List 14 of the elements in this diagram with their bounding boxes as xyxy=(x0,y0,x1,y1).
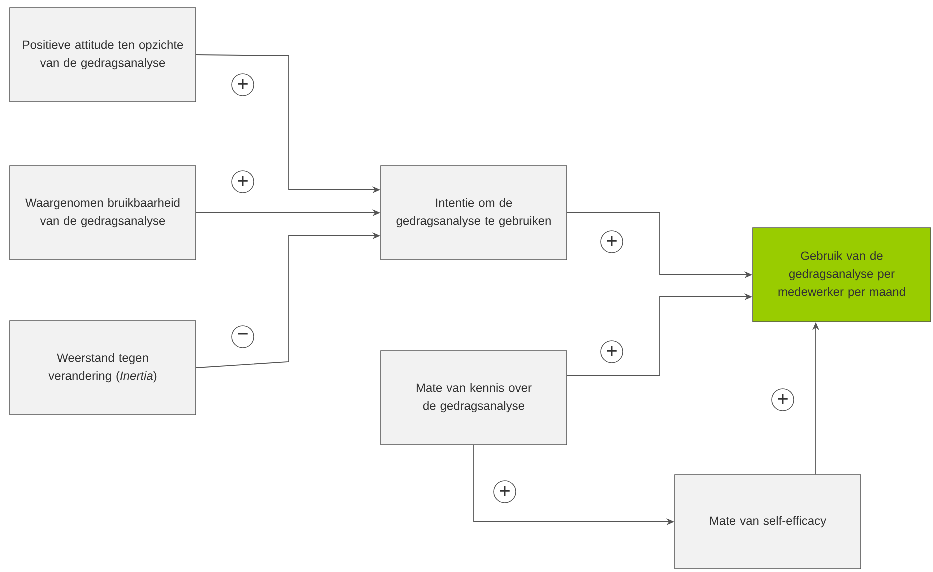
sign-label: + xyxy=(772,388,794,412)
sign-label: + xyxy=(232,170,254,194)
factor-box: Mate van kennis over de gedragsanalyse xyxy=(380,350,568,446)
sign-label: + xyxy=(600,230,624,254)
sign-label: + xyxy=(494,480,516,504)
factor-box: Mate van self-efficacy xyxy=(674,474,862,570)
factor-box: Waargenomen bruikbaarheid van de gedragsanalyse xyxy=(10,166,196,260)
factor-box: Intentie om de gedragsanalyse te gebruiken xyxy=(380,166,568,260)
outcome-box: Gebruik van de gedragsanalyse per medewerker per maand xyxy=(752,228,932,322)
sign-label: − xyxy=(232,326,254,348)
factor-box: Weerstand tegen verandering (Inertia) xyxy=(10,320,196,416)
sign-label: + xyxy=(600,340,624,364)
factor-box: Positieve attitude ten opzichte van de gedragsanalyse xyxy=(10,8,196,102)
sign-label: + xyxy=(232,74,254,96)
